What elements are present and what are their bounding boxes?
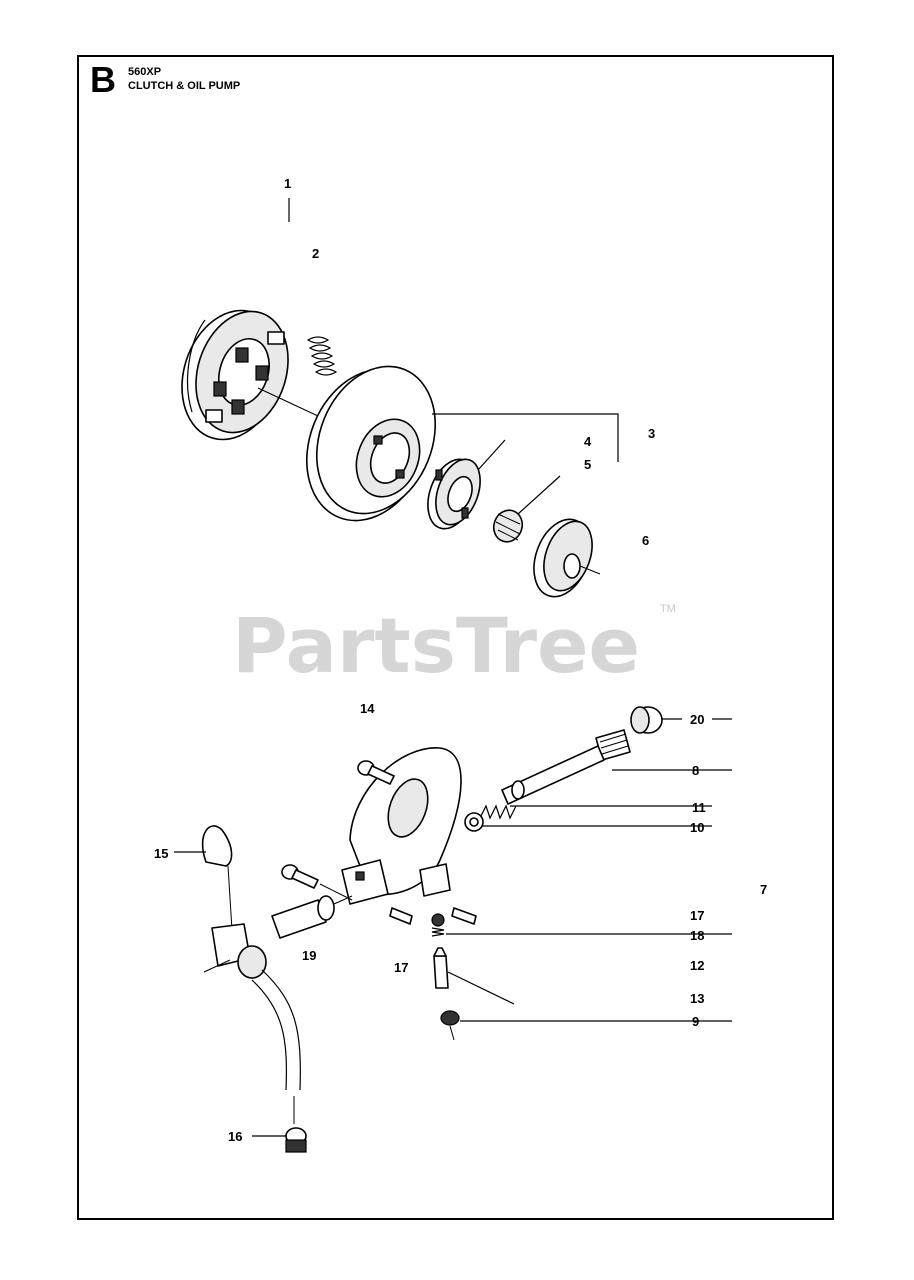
callout-6: 6 — [642, 533, 649, 548]
clutch-spring[interactable] — [306, 336, 338, 376]
clutch-washer[interactable] — [524, 512, 601, 605]
callout-17-left: 17 — [394, 960, 408, 975]
section-letter: B — [90, 59, 116, 100]
pump-screw-upper[interactable] — [357, 760, 395, 785]
watermark-trademark: TM — [660, 603, 676, 615]
callout-19: 19 — [302, 948, 316, 963]
callout-3: 3 — [648, 426, 655, 441]
oil-strainer[interactable] — [285, 1096, 307, 1153]
pump-nut[interactable] — [440, 1010, 460, 1041]
pump-spring[interactable] — [479, 780, 525, 820]
rim-sprocket[interactable] — [419, 453, 488, 536]
callout-4: 4 — [584, 434, 592, 449]
pump-adjust-screw[interactable] — [433, 947, 515, 1005]
leader-4 — [477, 439, 506, 471]
callout-16: 16 — [228, 1129, 242, 1144]
callout-9: 9 — [692, 1014, 699, 1029]
pump-screw-lower[interactable] — [281, 864, 319, 889]
callout-5: 5 — [584, 457, 591, 472]
pump-pin-left[interactable] — [389, 907, 413, 925]
callout-14: 14 — [360, 701, 375, 716]
oil-pump-body[interactable] — [341, 747, 462, 905]
clutch-drum[interactable] — [285, 349, 456, 539]
model-number: 560XP — [128, 66, 162, 78]
callout-10: 10 — [690, 820, 704, 835]
pump-nipple[interactable] — [271, 895, 353, 939]
callout-12: 12 — [690, 958, 704, 973]
callout-1: 1 — [284, 176, 291, 191]
diagram-frame — [77, 55, 834, 1220]
callout-13: 13 — [690, 991, 704, 1006]
callout-7: 7 — [760, 882, 767, 897]
callout-20: 20 — [690, 712, 704, 727]
pump-pin-right[interactable] — [451, 907, 477, 925]
callout-8: 8 — [692, 763, 699, 778]
oil-hose[interactable] — [203, 923, 301, 1091]
callout-11: 11 — [692, 800, 706, 815]
callout-17-right: 17 — [690, 908, 704, 923]
leader-3 — [432, 413, 619, 462]
needle-bearing[interactable] — [489, 506, 526, 546]
callout-2: 2 — [312, 246, 319, 261]
pump-bushing[interactable] — [630, 706, 682, 734]
screw-axis-line — [319, 883, 353, 901]
leader-5 — [517, 475, 561, 515]
pump-washer[interactable] — [464, 812, 484, 832]
pump-seal[interactable] — [201, 825, 233, 867]
clutch-axis-line — [257, 387, 319, 417]
callout-18: 18 — [690, 928, 704, 943]
diagram-title: CLUTCH & OIL PUMP — [128, 80, 241, 92]
pump-worm-shaft[interactable] — [501, 729, 631, 805]
pump-plunger-spring[interactable] — [431, 913, 445, 937]
seal-axis-line — [227, 865, 233, 931]
watermark-brand: PartsTree — [232, 601, 640, 690]
clutch-shoe-assembly[interactable] — [166, 297, 303, 452]
callout-15: 15 — [154, 846, 168, 861]
